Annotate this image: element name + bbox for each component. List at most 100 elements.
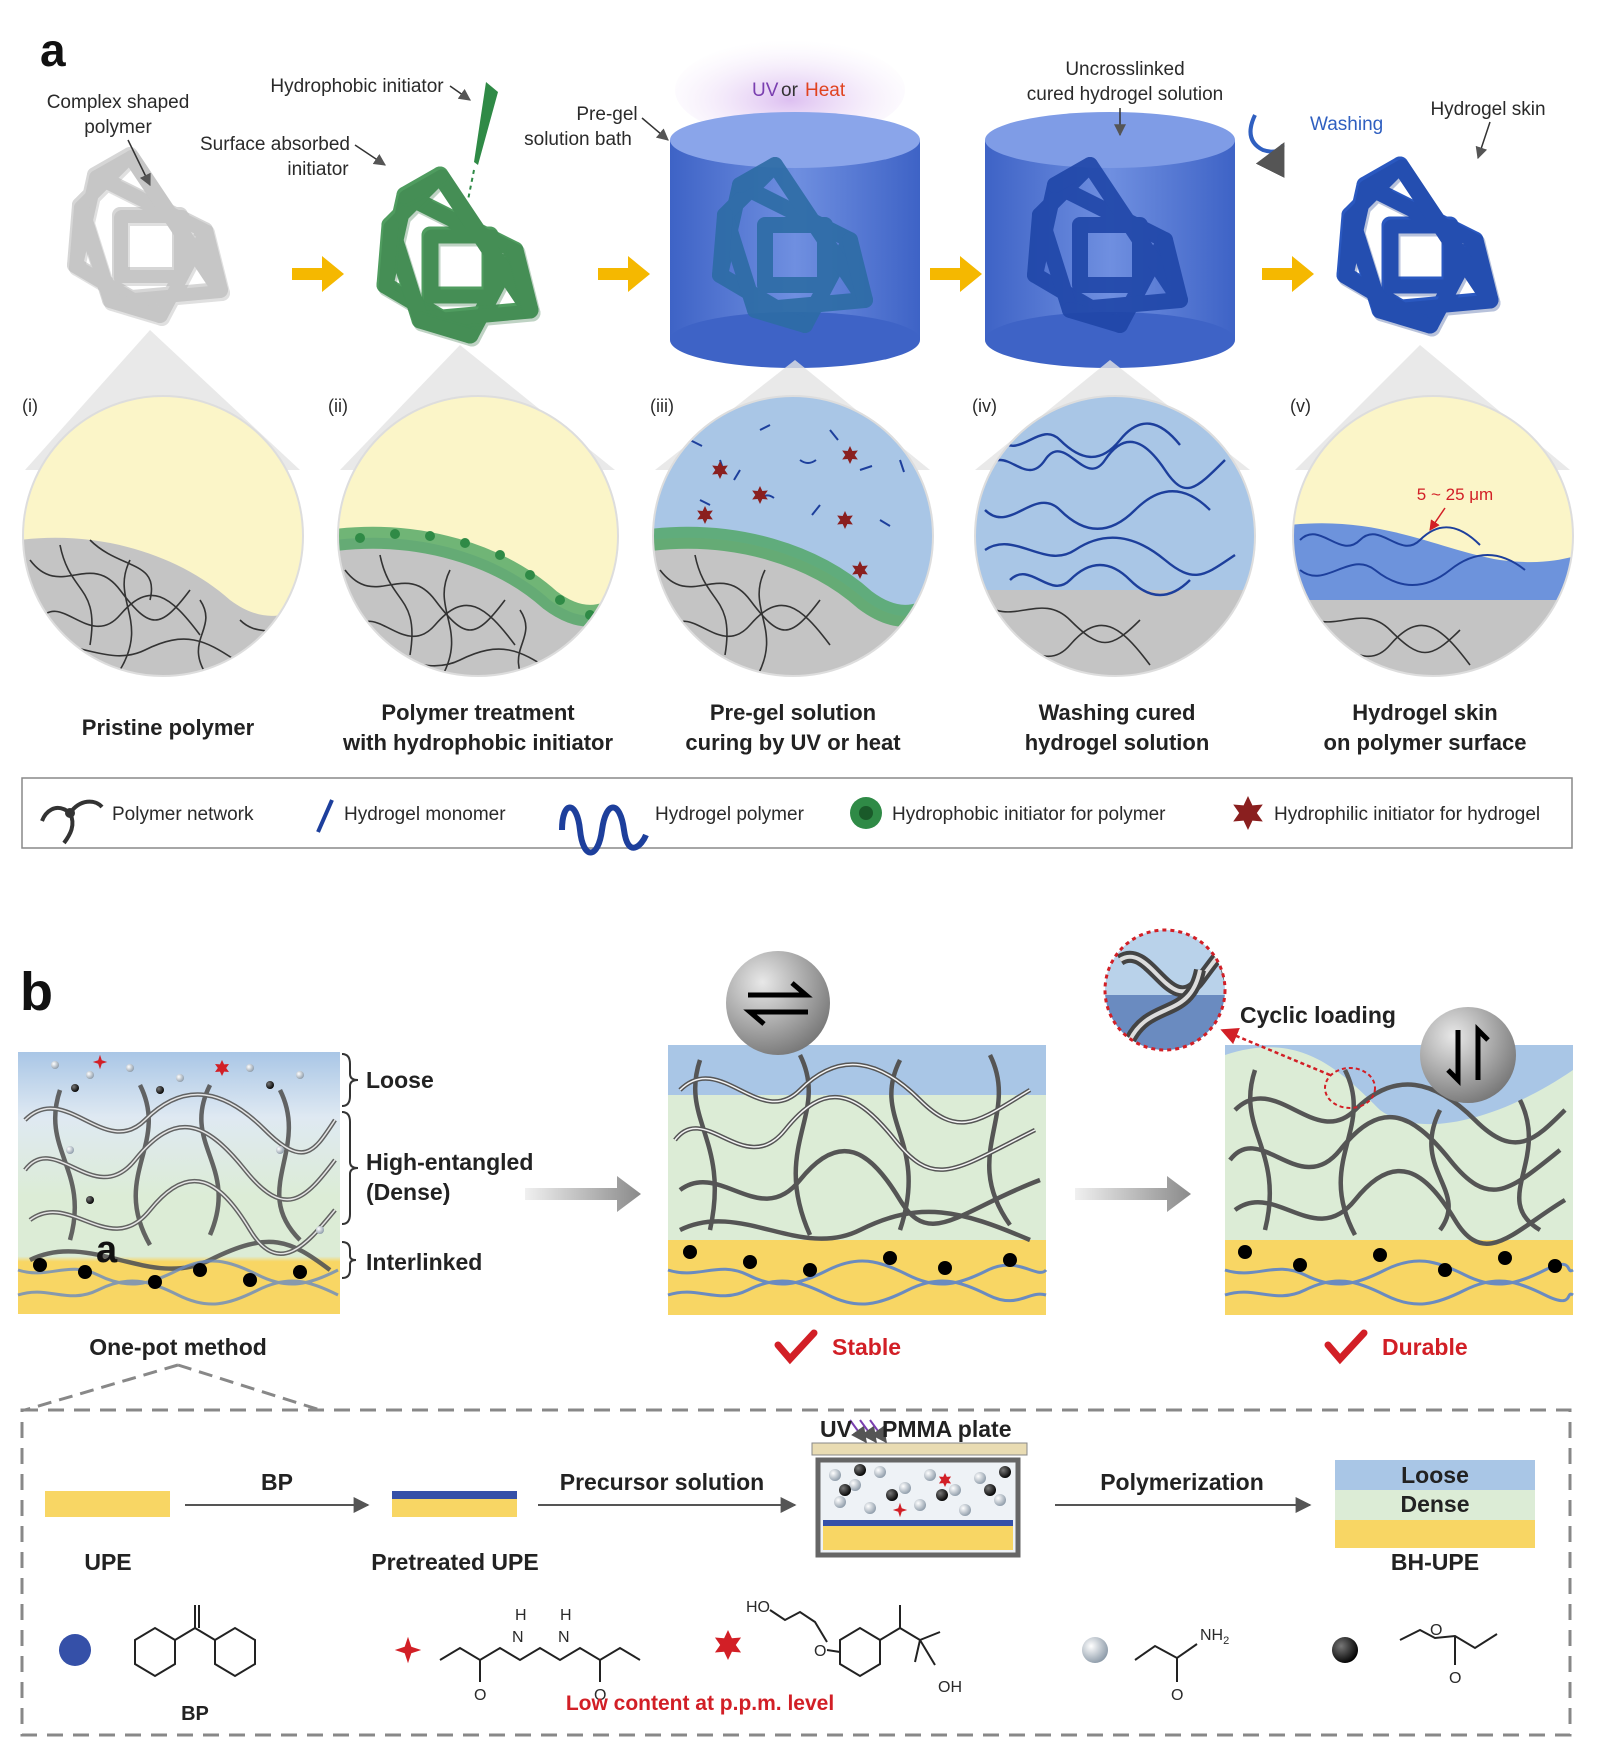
benzophenone-structure xyxy=(134,1605,256,1678)
caption-iii-line1: Pre-gel solution xyxy=(710,700,876,725)
polymerization-label: Polymerization xyxy=(1100,1469,1264,1495)
polymer-network-icon xyxy=(40,799,104,845)
layer-label-dense: (Dense) xyxy=(366,1179,450,1205)
leader-lines xyxy=(127,85,1491,187)
acrylamide-structure xyxy=(1134,1643,1198,1682)
pmma-chamber xyxy=(811,1419,1028,1558)
durable-block xyxy=(1224,1045,1574,1315)
cyclic-loading-label: Cyclic loading xyxy=(1240,1002,1396,1028)
one-pot-expand-lines xyxy=(24,1363,321,1412)
blue-lattice-icon xyxy=(1345,165,1492,328)
label-solution-bath: solution bath xyxy=(524,129,632,150)
crosslinker-star-icon xyxy=(394,1636,422,1664)
chem-oh: OH xyxy=(938,1679,962,1696)
washing-arrow-icon xyxy=(1248,114,1285,178)
bh-upe-label: BH-UPE xyxy=(1391,1549,1479,1575)
legend-hydrogel-polymer: Hydrogel polymer xyxy=(655,804,805,825)
stable-label: Stable xyxy=(832,1334,901,1360)
label-initiator: initiator xyxy=(287,159,349,180)
hydrogel-monomer-icon xyxy=(316,799,334,833)
layer-label-high-entangled: High-entangled xyxy=(366,1149,533,1175)
one-pot-block xyxy=(17,1052,340,1314)
zoom-circle-iii xyxy=(652,395,934,677)
green-lattice-icon xyxy=(385,175,532,338)
mba-structure xyxy=(439,1646,641,1682)
durable-check-icon xyxy=(1324,1329,1368,1365)
low-content-label: Low content at p.p.m. level xyxy=(566,1692,834,1715)
label-surface-absorbed: Surface absorbed xyxy=(200,134,350,155)
upe-label: UPE xyxy=(84,1549,131,1575)
one-pot-method-label: One-pot method xyxy=(89,1334,267,1360)
upe-bar xyxy=(45,1491,170,1517)
label-cured-hydrogel-solution: cured hydrogel solution xyxy=(1027,84,1223,105)
chem-ho: HO xyxy=(746,1599,770,1616)
pregel-bath-cylinder xyxy=(670,112,920,368)
caption-iii-line2: curing by UV or heat xyxy=(685,730,901,755)
bh-upe-stack xyxy=(1335,1460,1535,1548)
chem-ester-o1: O xyxy=(1430,1622,1442,1639)
pretreated-upe-label: Pretreated UPE xyxy=(371,1549,538,1575)
label-washing: Washing xyxy=(1310,114,1383,135)
yellow-step-arrows xyxy=(292,256,1314,292)
equilibrium-icon xyxy=(726,951,830,1055)
process-bp-label: BP xyxy=(261,1469,293,1495)
label-uv: UV xyxy=(752,80,779,101)
process-arrows-grey xyxy=(525,1176,1191,1212)
zoom-circle-iv xyxy=(974,395,1256,677)
panel-a-letter: a xyxy=(40,24,66,76)
caption-iv-line1: Washing cured xyxy=(1039,700,1196,725)
chem-mba-n2: N xyxy=(558,1629,570,1646)
label-pregel: Pre-gel xyxy=(576,104,637,125)
thickness-label: 5 ~ 25 μm xyxy=(1417,485,1493,504)
caption-ii-line1: Polymer treatment xyxy=(381,700,575,725)
zoom-circle-i xyxy=(22,395,304,677)
legend-polymer-network: Polymer network xyxy=(112,804,254,825)
uv-label: UV xyxy=(820,1416,853,1442)
label-hydrogel-skin: Hydrogel skin xyxy=(1430,99,1545,120)
step-roman-iii: (iii) xyxy=(650,396,674,416)
chem-mba-h1: H xyxy=(515,1607,527,1624)
chem-mba-h2: H xyxy=(560,1607,572,1624)
stable-check-icon xyxy=(774,1329,818,1365)
chem-ester-o2: O xyxy=(1449,1670,1461,1687)
bp-dot-icon xyxy=(59,1634,91,1666)
pmma-plate-label: PMMA plate xyxy=(882,1416,1012,1442)
panel-b-letter: b xyxy=(20,962,53,1022)
label-heat: Heat xyxy=(805,80,846,101)
chem-ether-o: O xyxy=(814,1643,826,1660)
chem-bp-label: BP xyxy=(181,1703,209,1725)
zoom-circle-v xyxy=(1292,395,1574,677)
photoinitiator-star-icon xyxy=(714,1630,742,1660)
washing-cylinder xyxy=(985,112,1235,368)
chem-mba-n1: N xyxy=(512,1629,524,1646)
hydrophilic-initiator-icon xyxy=(1233,796,1263,830)
exchange-icon xyxy=(1420,1007,1516,1103)
methyl-acrylate-structure xyxy=(1399,1628,1498,1665)
step-roman-ii: (ii) xyxy=(328,396,348,416)
step-roman-v: (v) xyxy=(1290,396,1311,416)
caption-v-line1: Hydrogel skin xyxy=(1352,700,1497,725)
hydrogel-polymer-icon xyxy=(559,804,649,856)
step-roman-iv: (iv) xyxy=(972,396,997,416)
dropper-icon xyxy=(467,82,498,201)
irgacure-structure xyxy=(769,1605,941,1678)
stack-dense-label: Dense xyxy=(1400,1491,1469,1517)
methyl-acrylate-ball-icon xyxy=(1332,1637,1358,1663)
caption-v-line2: on polymer surface xyxy=(1324,730,1527,755)
layer-label-interlinked: Interlinked xyxy=(366,1249,482,1275)
legend-box xyxy=(21,777,1573,849)
chem-nh2: NH2 xyxy=(1200,1627,1229,1647)
label-hydrophobic-initiator: Hydrophobic initiator xyxy=(270,76,444,97)
acrylamide-ball-icon xyxy=(1082,1637,1108,1663)
legend-hydrophobic-initiator: Hydrophobic initiator for polymer xyxy=(892,804,1166,825)
chem-acrylamide-o: O xyxy=(1171,1687,1183,1704)
label-uncrosslinked: Uncrosslinked xyxy=(1065,59,1184,80)
caption-i-line1: Pristine polymer xyxy=(82,715,255,740)
step-roman-i: (i) xyxy=(22,396,38,416)
thickness-arrow xyxy=(1429,507,1446,531)
label-complex-shaped: Complex shaped xyxy=(47,92,190,113)
layer-brackets xyxy=(341,1053,359,1279)
legend-hydrogel-monomer: Hydrogel monomer xyxy=(344,804,506,825)
layer-label-loose: Loose xyxy=(366,1067,434,1093)
stack-loose-label: Loose xyxy=(1401,1462,1469,1488)
